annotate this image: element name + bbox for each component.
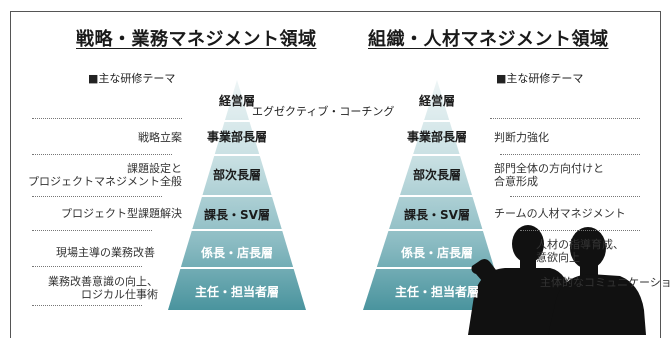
left-theme-item: 業務改善意識の向上、 ロジカル仕事術 (48, 275, 158, 301)
left-theme-item: 現場主導の業務改善 (56, 246, 155, 259)
left-level-label: 課長・SV層 (204, 208, 270, 222)
right-divider (510, 196, 640, 197)
right-level-label: 課長・SV層 (404, 208, 470, 222)
right-theme-item: 判断力強化 (494, 131, 549, 144)
right-theme-title: ■主な研修テーマ (496, 72, 584, 85)
right-theme-item: チームの人材マネジメント (494, 207, 626, 220)
right-level-label: 係長・店長層 (400, 246, 474, 260)
left-theme-item: プロジェクト型課題解決 (61, 207, 182, 220)
left-level-label: 係長・店長層 (200, 246, 274, 260)
left-domain-heading: 戦略・業務マネジメント領域 (76, 29, 317, 50)
left-theme-item: 課題設定と プロジェクトマネジメント全般 (28, 162, 182, 188)
presenter-silhouette-icon (468, 225, 646, 335)
right-divider (490, 118, 640, 119)
left-level-label: 事業部長層 (206, 130, 268, 144)
left-divider (32, 196, 162, 197)
right-theme-item: 部門全体の方向付けと 合意形成 (494, 162, 604, 188)
left-divider (32, 154, 172, 155)
right-level-label: 経営層 (418, 94, 456, 108)
left-level-label: 部次長層 (212, 168, 262, 182)
right-divider (520, 230, 640, 231)
right-theme-item: 主体的なコミュニケーション、 (540, 276, 671, 289)
right-domain-heading: 組織・人材マネジメント領域 (368, 29, 609, 50)
right-level-label: 部次長層 (412, 168, 462, 182)
bridge-label: エグゼクティブ・コーチング (250, 103, 397, 119)
left-divider (32, 305, 142, 306)
left-theme-title: ■主な研修テーマ (88, 72, 176, 85)
diagram-frame (10, 11, 661, 338)
right-level-label: 主任・担当者層 (394, 285, 480, 299)
left-theme-item: 戦略立案 (138, 131, 182, 144)
left-divider (32, 266, 142, 267)
left-level-label: 主任・担当者層 (194, 285, 280, 299)
right-level-label: 事業部長層 (406, 130, 468, 144)
left-level-label: 経営層 (218, 94, 256, 108)
right-theme-item: 人材の指導育成、 意欲向上 (536, 238, 624, 264)
right-divider (500, 154, 640, 155)
left-divider (32, 118, 182, 119)
left-divider (32, 230, 152, 231)
